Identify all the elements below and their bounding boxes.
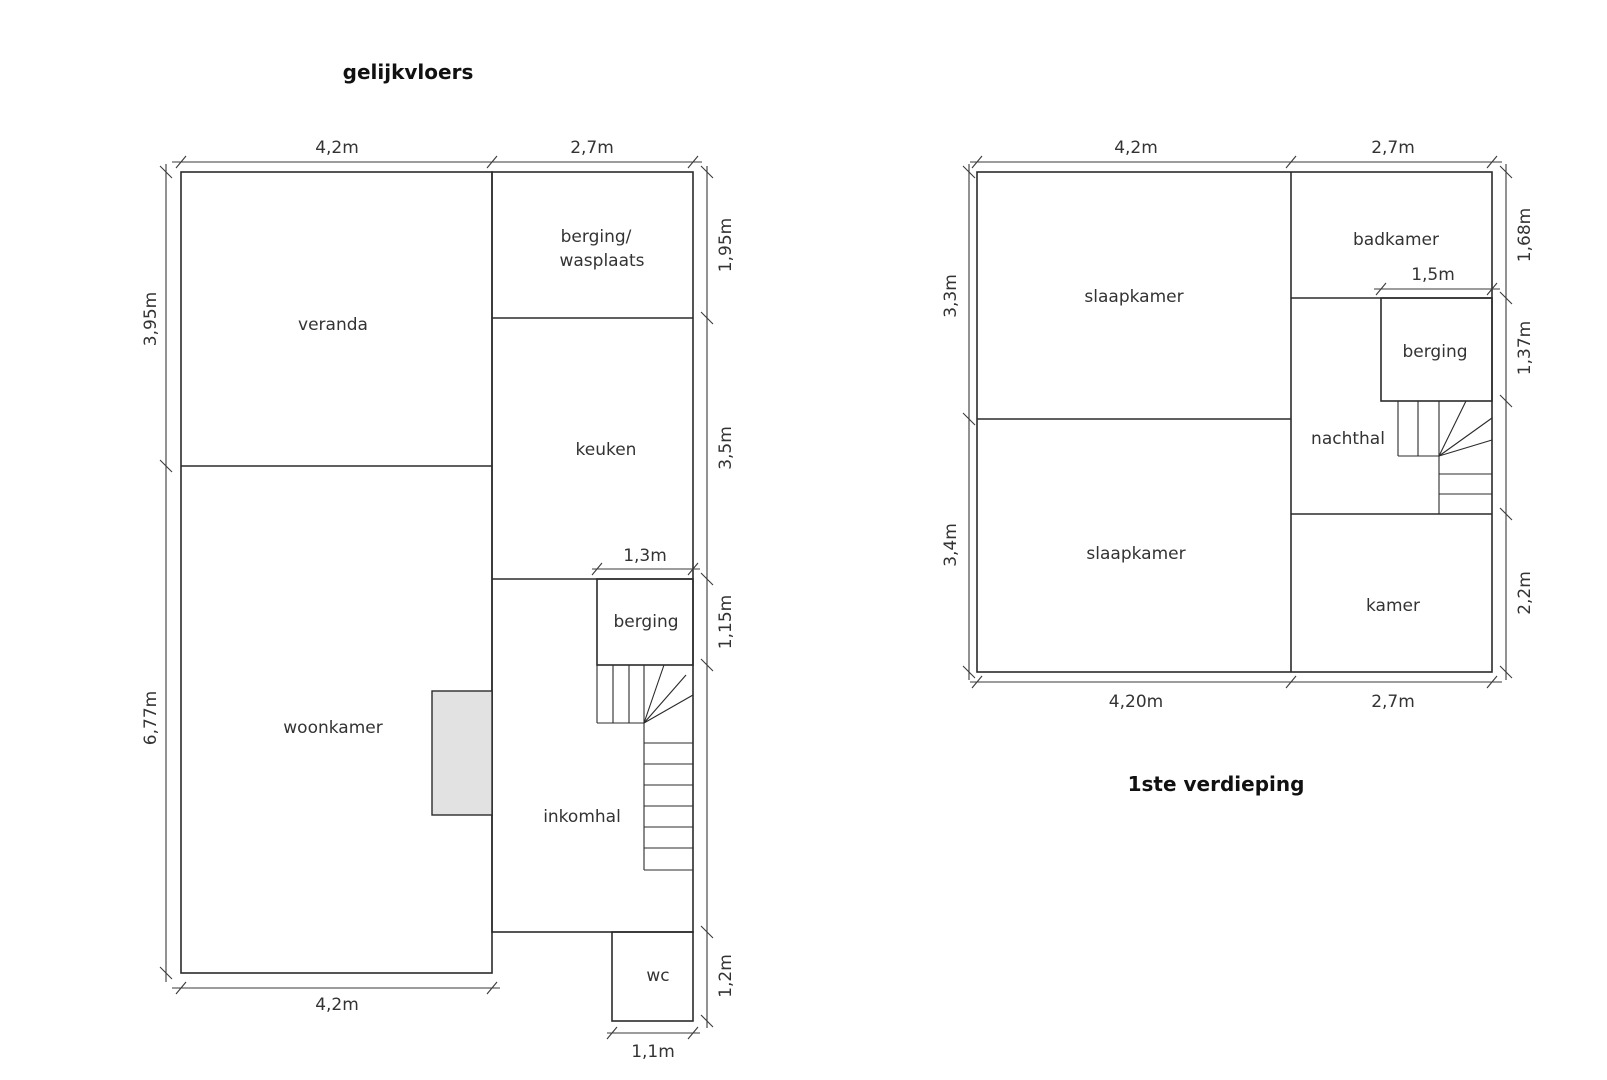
dim-tick xyxy=(962,412,976,426)
dim-tick xyxy=(687,562,699,576)
stair-winder xyxy=(1438,417,1493,457)
room-label-berging-wasplaats-2: wasplaats xyxy=(559,251,644,271)
dim-tick xyxy=(971,675,983,689)
fireplace xyxy=(431,690,493,816)
dim-tick xyxy=(962,165,976,179)
dim-tick xyxy=(1486,282,1498,296)
dim-tick xyxy=(1499,665,1513,679)
dim-right-4: 1,2m xyxy=(716,954,736,998)
room-label-nachthal: nachthal xyxy=(1311,429,1385,449)
dim-top-right: 2,7m xyxy=(1371,138,1415,158)
dim-tick xyxy=(962,665,976,679)
berging-box-1f xyxy=(1380,297,1493,402)
first-floor-walls xyxy=(976,171,1493,673)
dim-tick xyxy=(1499,394,1513,408)
room-label-wc: wc xyxy=(646,966,669,986)
room-label-slaapkamer-1: slaapkamer xyxy=(1084,287,1183,307)
dim-bottom-left: 4,2m xyxy=(315,995,359,1015)
dim-tick xyxy=(687,155,699,169)
dim-tick xyxy=(700,658,714,672)
room-label-kamer: kamer xyxy=(1366,596,1420,616)
dim-tick xyxy=(175,155,187,169)
dim-berging-width: 1,5m xyxy=(1411,265,1455,285)
dim-tick xyxy=(591,562,603,576)
room-label-berging: berging xyxy=(1402,342,1467,362)
dim-bottom-left: 4,20m xyxy=(1109,692,1163,712)
dim-right-2: 1,37m xyxy=(1515,321,1535,375)
dim-tick xyxy=(606,1026,618,1040)
dim-tick xyxy=(700,572,714,586)
dim-tick xyxy=(159,459,173,473)
first-floor-plan: 1ste verdieping slaapkamer slaapkamer ba… xyxy=(941,138,1535,796)
dim-left-lower: 6,77m xyxy=(141,691,161,745)
first-floor-title: 1ste verdieping xyxy=(1128,772,1305,796)
room-label-badkamer: badkamer xyxy=(1353,230,1439,250)
dim-bottom-right: 2,7m xyxy=(1371,692,1415,712)
dim-tick xyxy=(1499,165,1513,179)
stair-winder xyxy=(643,694,694,724)
room-label-berging-wasplaats: berging/ xyxy=(561,227,632,247)
stair-winder xyxy=(1438,439,1493,457)
dim-berging-width: 1,3m xyxy=(623,546,667,566)
room-label-inkomhal: inkomhal xyxy=(543,807,621,827)
dim-tick xyxy=(700,1014,714,1028)
dim-tick xyxy=(700,165,714,179)
dim-tick xyxy=(971,155,983,169)
dim-right-1: 1,68m xyxy=(1515,208,1535,262)
dim-tick xyxy=(1486,155,1498,169)
first-floor-outline xyxy=(976,171,1493,673)
wc-box xyxy=(611,931,694,1022)
first-floor-dimensions: 4,2m 2,7m 3,3m 3,4m 1,68m 1,37m 2,2m 1,5… xyxy=(941,138,1535,712)
dim-tick xyxy=(1486,675,1498,689)
dim-tick xyxy=(159,165,173,179)
dim-right-2: 3,5m xyxy=(716,426,736,470)
room-label-veranda: veranda xyxy=(298,315,368,335)
dim-tick xyxy=(687,1026,699,1040)
ground-floor-plan: gelijkvloers xyxy=(141,60,736,1062)
dim-tick xyxy=(700,311,714,325)
dim-tick xyxy=(1375,282,1387,296)
dim-top-right: 2,7m xyxy=(570,138,614,158)
woonkamer-veranda-block xyxy=(180,171,493,974)
dim-tick xyxy=(486,155,498,169)
dim-tick xyxy=(700,925,714,939)
dim-tick xyxy=(175,981,187,995)
dim-wc-width: 1,1m xyxy=(631,1042,675,1062)
dim-tick xyxy=(1285,675,1297,689)
dim-tick xyxy=(486,981,498,995)
stair-winder xyxy=(643,674,687,724)
dim-tick xyxy=(159,966,173,980)
ground-floor-stairs xyxy=(596,664,694,871)
dim-top-left: 4,2m xyxy=(1114,138,1158,158)
ground-floor-title: gelijkvloers xyxy=(343,60,474,84)
room-label-keuken: keuken xyxy=(576,440,637,460)
dim-right-3: 2,2m xyxy=(1515,571,1535,615)
first-floor-stairs xyxy=(1397,400,1493,514)
stair-winder xyxy=(1438,400,1467,457)
dim-tick xyxy=(1499,291,1513,305)
dim-tick xyxy=(1499,507,1513,521)
dim-right-1: 1,95m xyxy=(716,218,736,272)
stair-winder xyxy=(643,664,665,724)
dim-left-upper: 3,3m xyxy=(941,274,961,318)
room-label-woonkamer: woonkamer xyxy=(283,718,382,738)
room-label-berging: berging xyxy=(613,612,678,632)
dim-left-upper: 3,95m xyxy=(141,292,161,346)
dim-top-left: 4,2m xyxy=(315,138,359,158)
ground-floor-walls xyxy=(180,171,694,1022)
dim-left-lower: 3,4m xyxy=(941,523,961,567)
dim-tick xyxy=(1285,155,1297,169)
ground-floor-dimensions: 4,2m 2,7m 3,95m 6,77m 1,95m 3,5m 1,15m 1… xyxy=(141,138,736,1062)
room-label-slaapkamer-2: slaapkamer xyxy=(1086,544,1185,564)
dim-right-3: 1,15m xyxy=(716,595,736,649)
berging-box xyxy=(596,578,694,666)
right-block xyxy=(491,171,694,933)
